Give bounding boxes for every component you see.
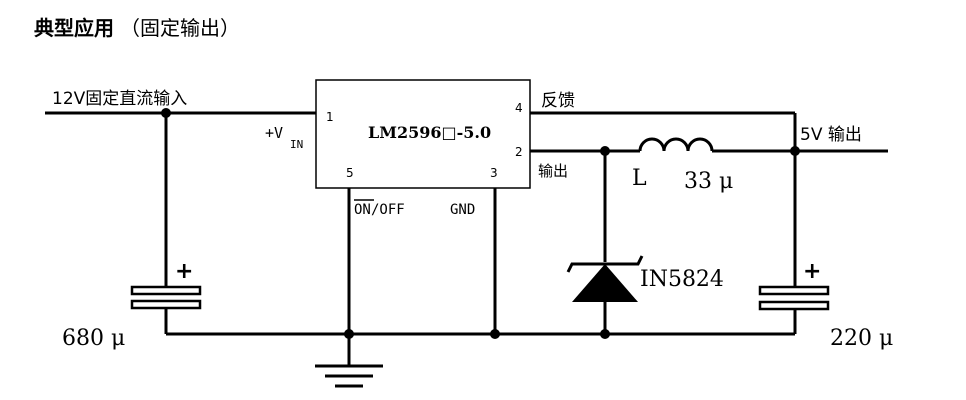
ic-package (315, 79, 531, 189)
off-label: /OFF (371, 202, 405, 218)
input-capacitor-plate-bottom (130, 299, 202, 310)
output-cap-value: 220 μ (830, 326, 893, 351)
input-cap-value: 680 μ (62, 326, 125, 351)
junction-dot (790, 146, 800, 156)
pin-5-label: 5 (346, 166, 354, 180)
on-label: ON (354, 202, 371, 218)
page-title: 典型应用（固定输出） (34, 12, 240, 41)
input-cap-plus: + (175, 259, 193, 284)
ic-part-number: LM2596□-5.0 (368, 123, 491, 142)
vin-subscript: IN (290, 138, 303, 151)
output-capacitor-plate-top (758, 285, 830, 296)
junction-dot (490, 329, 500, 339)
diode-part: IN5824 (640, 267, 724, 292)
junction-dot (600, 329, 610, 339)
switch-output-label: 输出 (538, 162, 568, 180)
diode-bar (566, 255, 644, 273)
diode-triangle (572, 264, 638, 302)
junction-dot (344, 329, 354, 339)
inductor-symbol: L (632, 166, 647, 191)
pin-1-label: 1 (326, 110, 334, 124)
output-cap-plus: + (803, 259, 821, 284)
pin-3-label: 3 (490, 166, 498, 180)
junction-dot (161, 108, 171, 118)
gnd-label: GND (450, 202, 475, 218)
inductor-coil (638, 137, 714, 152)
input-capacitor-plate-top (130, 285, 202, 296)
output-label: 5V 输出 (800, 125, 862, 145)
input-label: 12V固定直流输入 (52, 89, 187, 109)
pin-4-label: 4 (515, 101, 523, 115)
pin-2-label: 2 (515, 145, 523, 159)
inductor-value: 33 μ (684, 169, 733, 194)
title-main: 典型应用 (34, 16, 114, 40)
feedback-label: 反馈 (541, 91, 575, 111)
vin-label: +V (265, 124, 283, 142)
junction-dot (600, 146, 610, 156)
output-capacitor-plate-bottom (758, 300, 830, 311)
title-subtitle: （固定输出） (120, 16, 240, 40)
